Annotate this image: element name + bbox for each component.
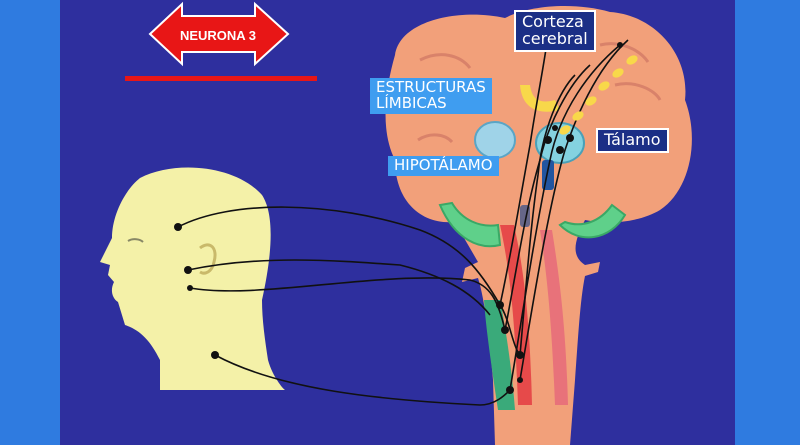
hipotalamo-label: HIPOTÁLAMO [388, 156, 499, 176]
nerve-fibers [177, 34, 629, 406]
estructuras-limbicas-label: ESTRUCTURAS LÍMBICAS [370, 78, 492, 114]
corteza-cerebral-label: Corteza cerebral [514, 10, 596, 52]
thalamus-cortex-projection [559, 55, 638, 135]
neurona-3-arrow: NEURONA 3 [148, 1, 290, 67]
nerve-nodes [174, 42, 623, 394]
brain [385, 6, 692, 445]
head-profile [100, 167, 285, 390]
neurona-3-label: NEURONA 3 [180, 28, 256, 43]
talamo-label: Tálamo [596, 128, 669, 153]
red-underline [125, 76, 317, 81]
